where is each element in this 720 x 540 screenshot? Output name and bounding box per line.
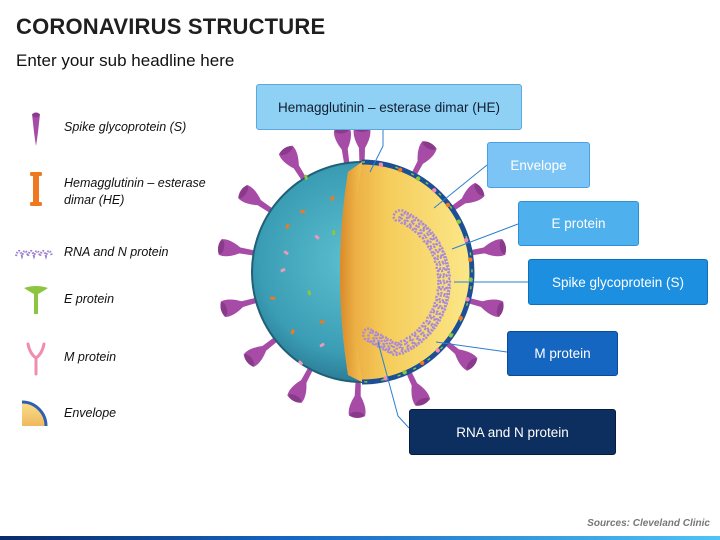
leader-lines <box>369 130 528 429</box>
spike-8 <box>287 364 315 403</box>
legend-label-m-protein: M protein <box>64 350 117 364</box>
spike-12 <box>238 184 276 215</box>
legend-label-e-protein: E protein <box>64 292 115 306</box>
spike-6 <box>404 367 431 406</box>
legend-item-envelope: Envelope <box>12 392 242 436</box>
leader-m-protein <box>435 341 508 353</box>
source-credit: Sources: Cleveland Clinic <box>587 518 710 529</box>
m-protein-icon <box>26 342 46 376</box>
legend-label-hemagglutinin: Hemagglutinin – esterase dimar (HE) <box>64 176 206 207</box>
spike-1 <box>409 141 437 180</box>
leader-e-protein <box>451 223 519 250</box>
legend-label-envelope: Envelope <box>64 406 117 420</box>
legend-item-e-protein: E protein <box>12 278 242 322</box>
e-protein-band <box>361 161 473 383</box>
membrane-proteins <box>378 162 473 381</box>
hemagglutinin-icon <box>30 172 42 206</box>
spike-9 <box>243 335 281 367</box>
legend-item-spike: Spike glycoprotein (S) <box>12 106 242 150</box>
spike-10 <box>220 297 261 317</box>
legend-label-rna: RNA and N protein <box>64 245 169 259</box>
callout-spike: Spike glycoprotein (S) <box>528 259 708 305</box>
cut-face <box>340 162 362 382</box>
legend-item-m-protein: M protein <box>12 336 242 380</box>
shell-particles <box>270 174 336 366</box>
callout-m-protein: M protein <box>507 331 618 376</box>
callout-rna: RNA and N protein <box>409 409 616 455</box>
page-title: CORONAVIRUS STRUCTURE <box>16 14 326 39</box>
leader-rna <box>377 341 410 429</box>
callout-e-protein: E protein <box>518 201 639 246</box>
spike-11 <box>217 239 259 257</box>
spike-3 <box>465 239 507 257</box>
legend-item-hemagglutinin: Hemagglutinin – esterase dimar (HE) <box>12 168 242 212</box>
e-protein-icon <box>24 286 48 314</box>
leader-he <box>369 130 384 173</box>
leader-envelope <box>433 164 488 209</box>
virus-core-cutaway <box>340 162 472 382</box>
spike-5 <box>441 338 478 371</box>
page-subtitle: Enter your sub headline here <box>16 51 235 70</box>
spike-proteins <box>217 126 507 418</box>
spike-4 <box>463 297 504 317</box>
spike-7 <box>348 377 366 418</box>
envelope-icon <box>21 400 48 427</box>
legend-item-rna: RNA and N protein <box>12 230 242 274</box>
spike-2 <box>447 182 485 214</box>
rna-coil-icon <box>14 249 54 260</box>
spike-icon <box>32 112 40 146</box>
spike-13 <box>278 145 308 184</box>
bottom-accent-bar <box>0 536 720 540</box>
callout-envelope: Envelope <box>487 142 590 188</box>
legend-label-spike: Spike glycoprotein (S) <box>64 120 187 134</box>
rna-coil <box>361 208 452 357</box>
callout-hemagglutinin: Hemagglutinin – esterase dimar (HE) <box>256 84 522 130</box>
